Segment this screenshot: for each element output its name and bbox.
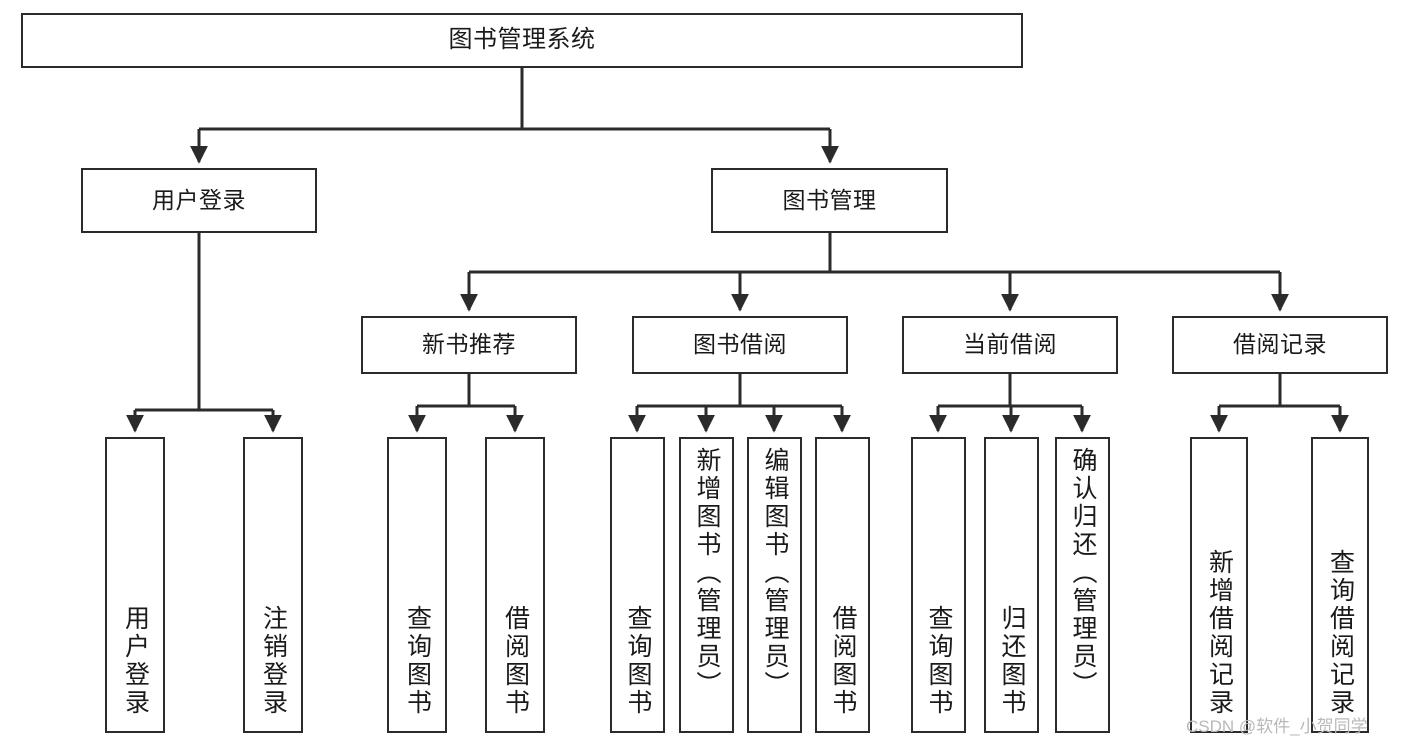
node-leaf-borrow-book-1[interactable]: 借阅图书 [485, 437, 545, 733]
node-book-manage[interactable]: 图书管理 [711, 168, 948, 233]
node-book-borrow[interactable]: 图书借阅 [632, 316, 848, 374]
csdn-watermark: CSDN @软件_小贺同学 [1186, 717, 1368, 736]
node-user-login[interactable]: 用户登录 [81, 168, 317, 233]
node-root-label: 图书管理系统 [448, 26, 596, 54]
node-leaf-add-book-label: 新增图书（管理员） [693, 447, 721, 699]
node-leaf-borrow-book-2[interactable]: 借阅图书 [815, 437, 870, 733]
node-leaf-query-record[interactable]: 查询借阅记录 [1311, 437, 1369, 733]
node-current-borrow[interactable]: 当前借阅 [902, 316, 1118, 374]
node-root[interactable]: 图书管理系统 [21, 13, 1023, 68]
node-leaf-add-record-label: 新增借阅记录 [1205, 549, 1234, 717]
node-leaf-query-book-2-label: 查询图书 [624, 605, 652, 717]
node-new-book-recommend-label: 新书推荐 [422, 331, 516, 358]
node-user-login-label: 用户登录 [152, 186, 246, 213]
node-leaf-confirm-return-label: 确认归还（管理员） [1069, 447, 1097, 699]
node-borrow-record-label: 借阅记录 [1233, 331, 1327, 358]
node-leaf-user-login-label: 用户登录 [121, 605, 150, 717]
node-leaf-edit-book-label: 编辑图书（管理员） [761, 447, 789, 699]
node-borrow-record[interactable]: 借阅记录 [1172, 316, 1388, 374]
node-leaf-query-record-label: 查询借阅记录 [1326, 549, 1355, 717]
node-leaf-user-login[interactable]: 用户登录 [105, 437, 165, 733]
node-leaf-logout-label: 注销登录 [259, 605, 288, 717]
node-leaf-borrow-book-2-label: 借阅图书 [829, 605, 857, 717]
node-leaf-query-book-3-label: 查询图书 [925, 605, 953, 717]
node-leaf-query-book-1-label: 查询图书 [403, 605, 432, 717]
node-leaf-confirm-return[interactable]: 确认归还（管理员） [1055, 437, 1110, 733]
node-leaf-add-record[interactable]: 新增借阅记录 [1190, 437, 1248, 733]
node-leaf-edit-book[interactable]: 编辑图书（管理员） [747, 437, 802, 733]
node-new-book-recommend[interactable]: 新书推荐 [361, 316, 577, 374]
node-book-borrow-label: 图书借阅 [693, 331, 787, 358]
node-leaf-logout[interactable]: 注销登录 [243, 437, 303, 733]
node-leaf-return-book-label: 归还图书 [998, 605, 1026, 717]
node-book-manage-label: 图书管理 [782, 186, 877, 213]
node-leaf-return-book[interactable]: 归还图书 [984, 437, 1039, 733]
node-current-borrow-label: 当前借阅 [963, 331, 1057, 358]
node-leaf-query-book-1[interactable]: 查询图书 [387, 437, 447, 733]
node-leaf-query-book-2[interactable]: 查询图书 [610, 437, 665, 733]
node-leaf-query-book-3[interactable]: 查询图书 [911, 437, 966, 733]
node-leaf-add-book[interactable]: 新增图书（管理员） [679, 437, 734, 733]
node-leaf-borrow-book-1-label: 借阅图书 [501, 605, 530, 717]
